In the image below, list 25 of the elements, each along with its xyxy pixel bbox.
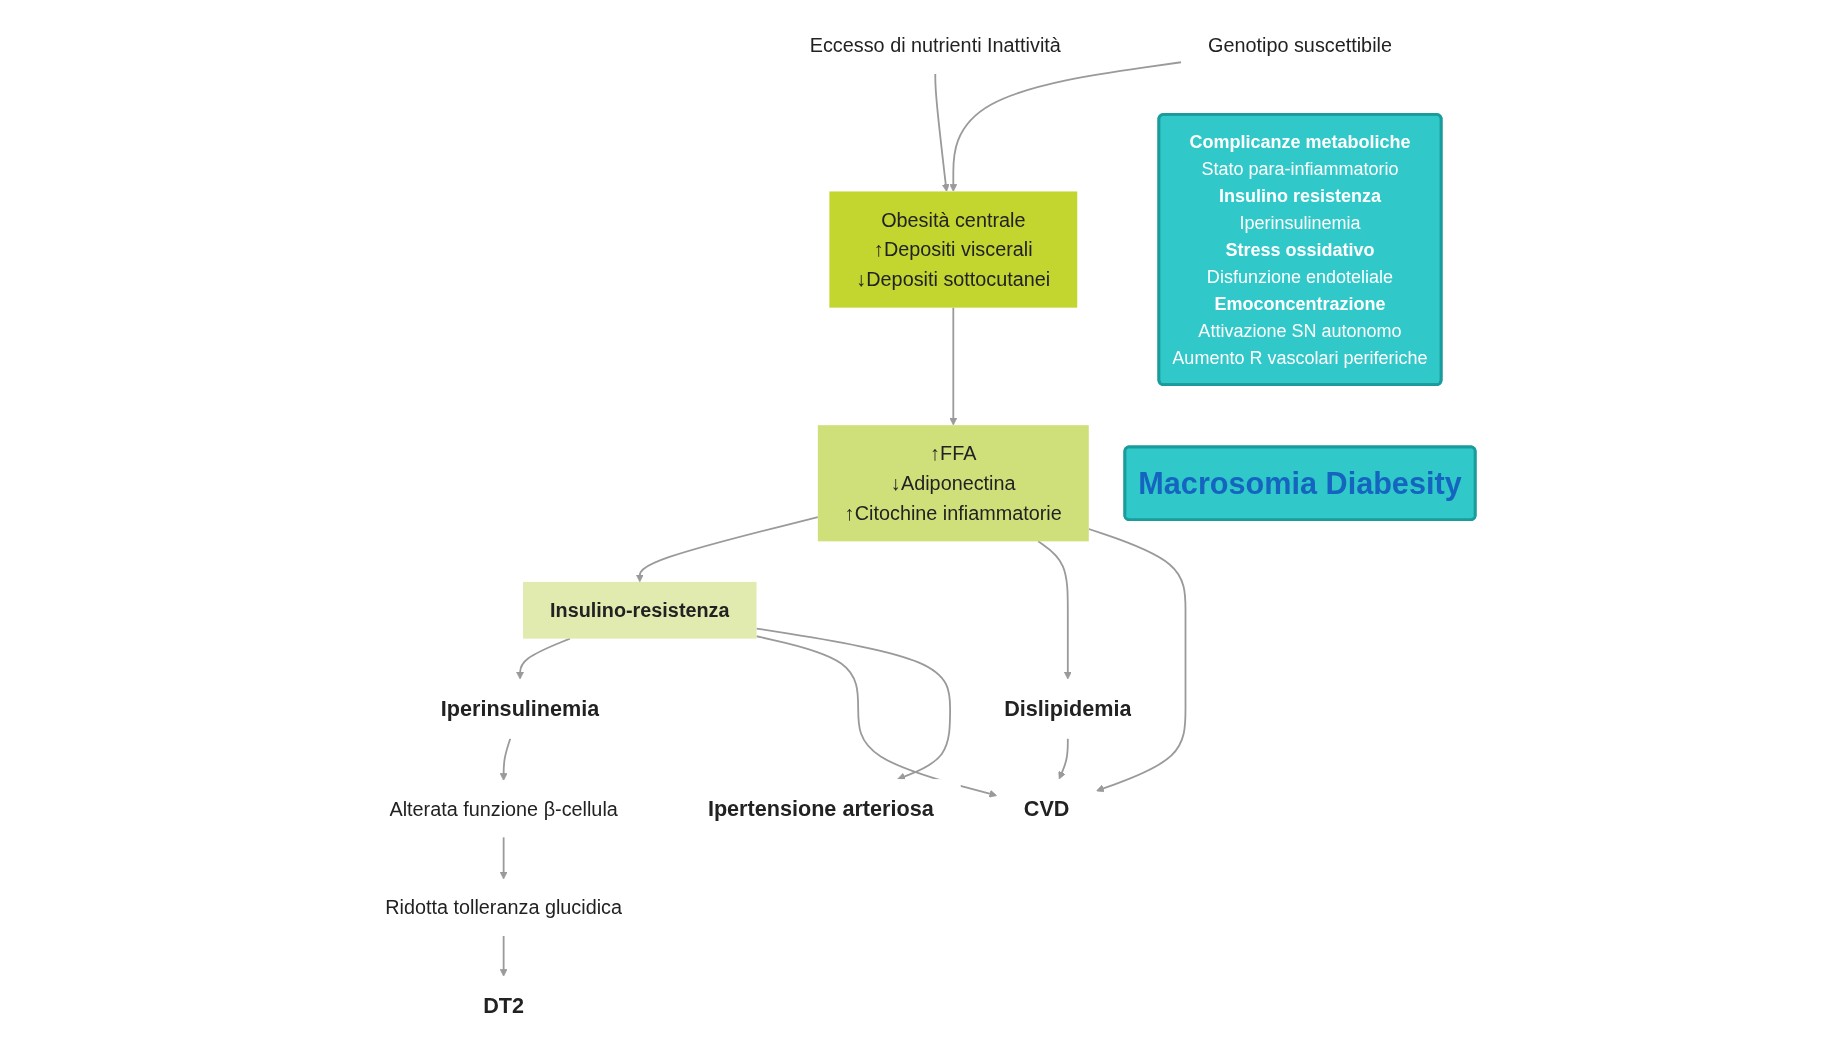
node-text: Alterata funzione β-cellula <box>389 797 618 821</box>
node-text: Iperinsulinemia <box>440 696 600 721</box>
arrow <box>755 627 951 781</box>
node-text: Genotipo suscettibile <box>1207 34 1392 57</box>
arrow <box>499 836 508 880</box>
node-box: Obesità centrale ↑Depositi viscerali ↓Depositi sottocutanei <box>829 191 1078 308</box>
arrow <box>755 635 997 798</box>
node-box: ↑FFA ↓Adiponectina ↑Citochine infiammatorie <box>817 425 1089 542</box>
arrow <box>499 934 508 977</box>
node-text: CVD <box>1023 796 1070 821</box>
arrow <box>515 637 571 680</box>
node-text: DT2 <box>483 993 524 1018</box>
arrow <box>1058 737 1069 780</box>
node-box: Insulino-resistenza <box>522 581 757 639</box>
node-text: Eccesso di nutrienti Inattività <box>809 34 1061 57</box>
node-text: Ridotta tolleranza glucidica <box>385 896 622 919</box>
arrow <box>1087 528 1187 793</box>
arrow <box>949 61 1182 192</box>
arrow <box>1037 540 1072 680</box>
node-text: Ipertensione arteriosa <box>707 796 934 821</box>
node-text: Dislipidemia <box>1003 696 1132 721</box>
arrow <box>499 737 511 781</box>
arrow <box>949 306 958 426</box>
arrow <box>934 73 950 192</box>
arrow <box>635 516 819 583</box>
